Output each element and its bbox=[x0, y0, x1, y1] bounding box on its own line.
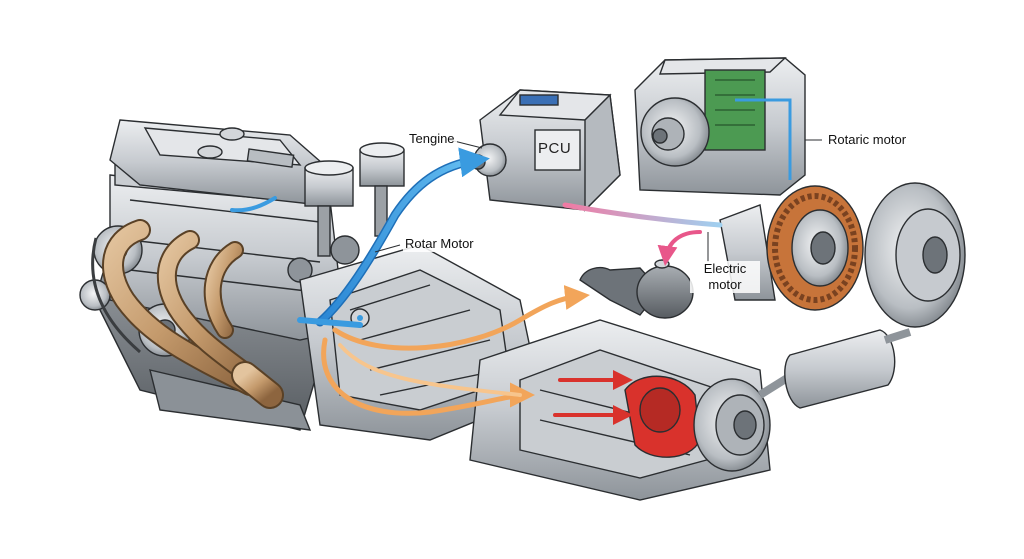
orange-flow-arrow-loop bbox=[321, 337, 535, 416]
label-tengine: Tengine bbox=[407, 131, 457, 147]
flow-arrows bbox=[230, 147, 723, 425]
pink-curve-arrow bbox=[657, 230, 702, 266]
exhaust-manifold bbox=[102, 219, 284, 409]
label-pcu: PCU bbox=[538, 140, 572, 157]
pistons bbox=[287, 142, 405, 283]
muffler bbox=[757, 328, 912, 409]
differential-housing bbox=[624, 375, 701, 458]
output-gear bbox=[693, 378, 771, 472]
blue-flow-short bbox=[297, 317, 363, 328]
leader-lines bbox=[374, 139, 822, 262]
clutch-disc bbox=[864, 182, 966, 328]
orange-flow-arrow-top bbox=[332, 285, 590, 351]
label-rotar-motor: Rotar Motor bbox=[403, 236, 476, 252]
label-rotaric-motor: Rotaric motor bbox=[826, 132, 909, 148]
engine-block bbox=[94, 119, 346, 431]
orange-flow-arrow-mid bbox=[338, 343, 522, 397]
rotaric-motor-unit bbox=[634, 57, 806, 196]
pink-flow-arrow bbox=[562, 202, 723, 228]
fluid-canister bbox=[579, 259, 694, 319]
label-electric-motor: Electric motor bbox=[690, 261, 760, 293]
